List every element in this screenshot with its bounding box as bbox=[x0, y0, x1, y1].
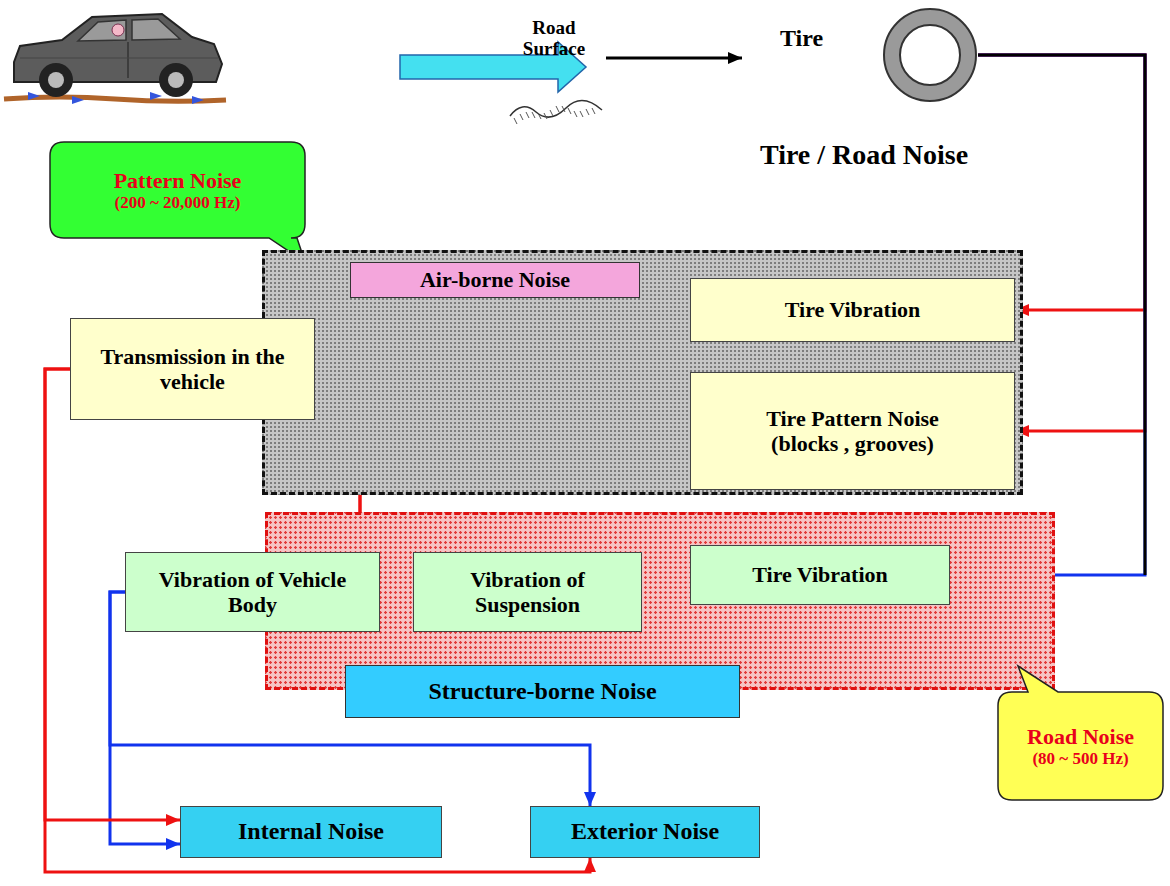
tire-rim bbox=[900, 25, 960, 85]
callout-bubble: Pattern Noise(200 ~ 20,000 Hz) bbox=[50, 142, 305, 238]
driver-head bbox=[112, 24, 124, 36]
process-box: Tire Pattern Noise (blocks , grooves) bbox=[690, 372, 1015, 490]
road-surface-drawing bbox=[510, 100, 602, 124]
node-label: Tire Vibration bbox=[752, 562, 887, 587]
wheel-hub bbox=[168, 72, 184, 88]
node-label: Tire Vibration bbox=[785, 297, 920, 322]
process-box: Tire Vibration bbox=[690, 278, 1015, 342]
output-box: Exterior Noise bbox=[530, 806, 760, 858]
callout-title: Pattern Noise bbox=[114, 168, 242, 193]
wheel-hub bbox=[48, 72, 64, 88]
frequency-range: (200 ~ 20,000 Hz) bbox=[115, 193, 241, 213]
node-label: Tire Pattern Noise (blocks , grooves) bbox=[731, 406, 974, 457]
contact-arrow bbox=[72, 96, 84, 104]
region-heading: Air-borne Noise bbox=[350, 262, 640, 298]
contact-arrow bbox=[192, 96, 204, 104]
structure-borne-region: Structure-borne NoiseVibration of Suspen… bbox=[265, 512, 1055, 690]
car-window bbox=[78, 20, 126, 41]
callout-title: Road Noise bbox=[1027, 724, 1134, 749]
callout-outline bbox=[998, 666, 1163, 800]
road-profile bbox=[510, 100, 602, 117]
process-box: Vibration of Suspension bbox=[413, 552, 642, 632]
node-label: Exterior Noise bbox=[571, 818, 719, 846]
node-label: Vibration of Vehicle Body bbox=[136, 567, 369, 618]
node-label: Tire bbox=[780, 25, 978, 53]
road-hatching bbox=[514, 106, 595, 124]
tire-ring bbox=[884, 9, 976, 101]
callout-bubble: Road Noise(80 ~ 500 Hz) bbox=[998, 692, 1163, 800]
car-window bbox=[132, 19, 180, 40]
callout-outline bbox=[50, 142, 305, 262]
body-line bbox=[20, 58, 218, 59]
car-illustration bbox=[4, 14, 226, 104]
flow-arrow bbox=[606, 57, 742, 60]
region-heading: Structure-borne Noise bbox=[345, 665, 740, 718]
contact-arrow bbox=[150, 92, 162, 100]
frequency-range: (80 ~ 500 Hz) bbox=[1032, 749, 1128, 769]
door-line bbox=[127, 42, 129, 78]
node-label: Internal Noise bbox=[238, 818, 384, 846]
node-label: Transmission in the vehicle bbox=[81, 344, 304, 395]
process-box: Tire Vibration bbox=[690, 545, 950, 605]
car-wheel bbox=[39, 63, 73, 97]
tire-drawing bbox=[760, 5, 978, 105]
process-box: Vibration of Vehicle Body bbox=[125, 552, 380, 632]
airborne-region: Air-borne NoiseTire VibrationTire Patter… bbox=[262, 250, 1023, 495]
process-box: Transmission in the vehicle bbox=[70, 318, 315, 420]
tire-node: Tire bbox=[760, 5, 978, 105]
node-label: Vibration of Suspension bbox=[424, 567, 631, 618]
car-wheel bbox=[159, 63, 193, 97]
road-surface-label: Road Surface bbox=[508, 18, 600, 60]
diagram-heading: Tire / Road Noise bbox=[760, 140, 1030, 171]
output-box: Internal Noise bbox=[180, 806, 442, 858]
contact-arrow bbox=[28, 92, 40, 100]
